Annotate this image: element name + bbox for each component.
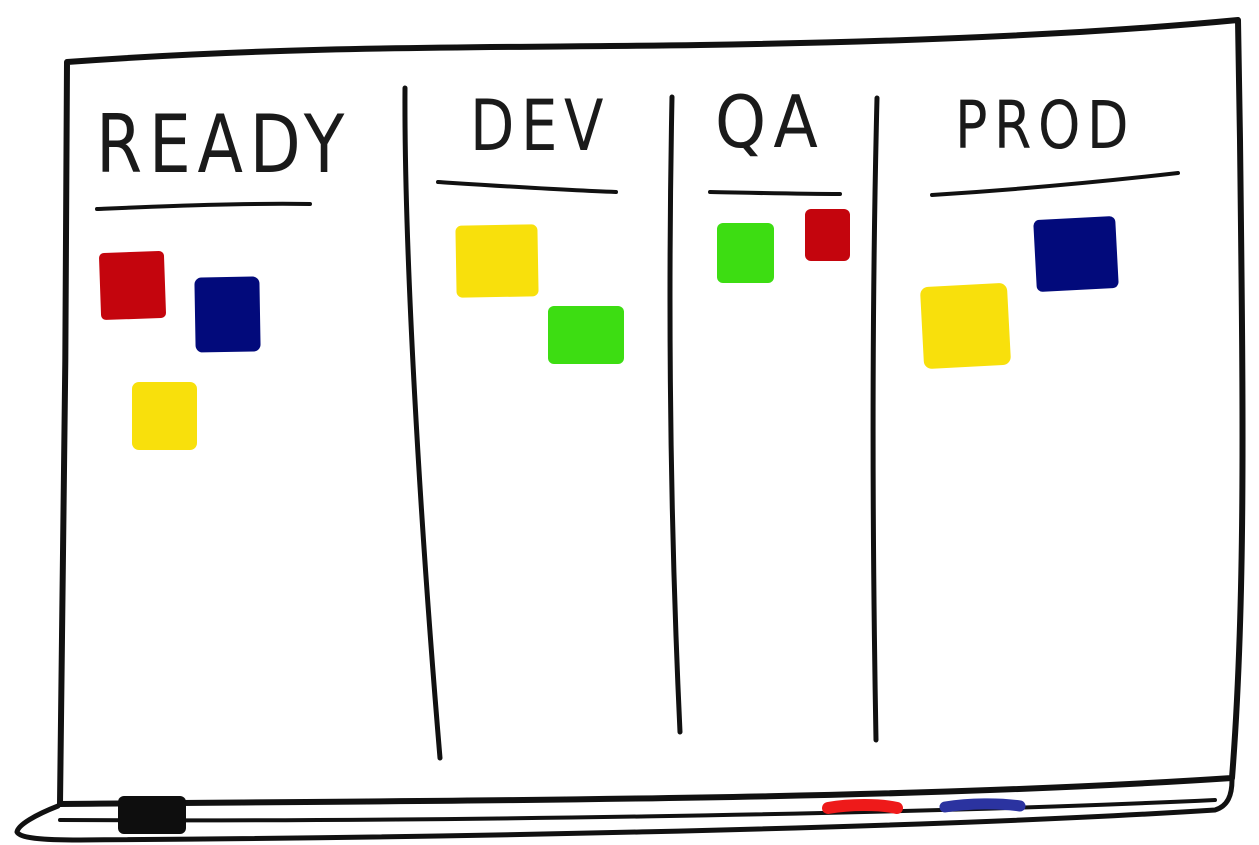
column-qa: QA	[708, 80, 842, 196]
cards-prod	[920, 216, 1119, 369]
heading-underline	[436, 180, 618, 194]
heading-underline	[708, 190, 842, 196]
sticky-note-red[interactable]	[99, 251, 166, 320]
cards-ready	[99, 251, 261, 450]
sticky-note-blue[interactable]	[1033, 216, 1119, 292]
sticky-note-green[interactable]	[717, 223, 774, 283]
board-frame	[57, 17, 1246, 807]
eraser[interactable]	[118, 796, 186, 834]
sticky-note-red[interactable]	[805, 209, 850, 261]
cards-dev	[455, 224, 624, 364]
cards-qa	[717, 209, 850, 283]
column-title: QA	[715, 80, 825, 164]
column-prod: PROD	[930, 87, 1180, 197]
column-title: PROD	[955, 87, 1135, 164]
blue-marker[interactable]	[939, 798, 1026, 813]
tray-lip	[58, 798, 1217, 823]
column-title: DEV	[470, 85, 610, 167]
column-dev: DEV	[436, 85, 618, 194]
heading-underline	[930, 171, 1180, 197]
column-title: READY	[96, 98, 351, 191]
column-divider	[402, 85, 443, 761]
red-marker[interactable]	[822, 799, 903, 814]
column-divider	[870, 95, 880, 743]
heading-underline	[95, 201, 312, 211]
sticky-note-yellow[interactable]	[920, 283, 1011, 369]
sticky-note-green[interactable]	[548, 306, 624, 364]
column-divider	[667, 94, 683, 735]
sticky-note-yellow[interactable]	[455, 224, 539, 298]
sticky-note-yellow[interactable]	[132, 382, 197, 450]
sticky-note-blue[interactable]	[194, 276, 261, 353]
marker-tray	[14, 777, 1235, 843]
column-ready: READY	[95, 98, 351, 211]
